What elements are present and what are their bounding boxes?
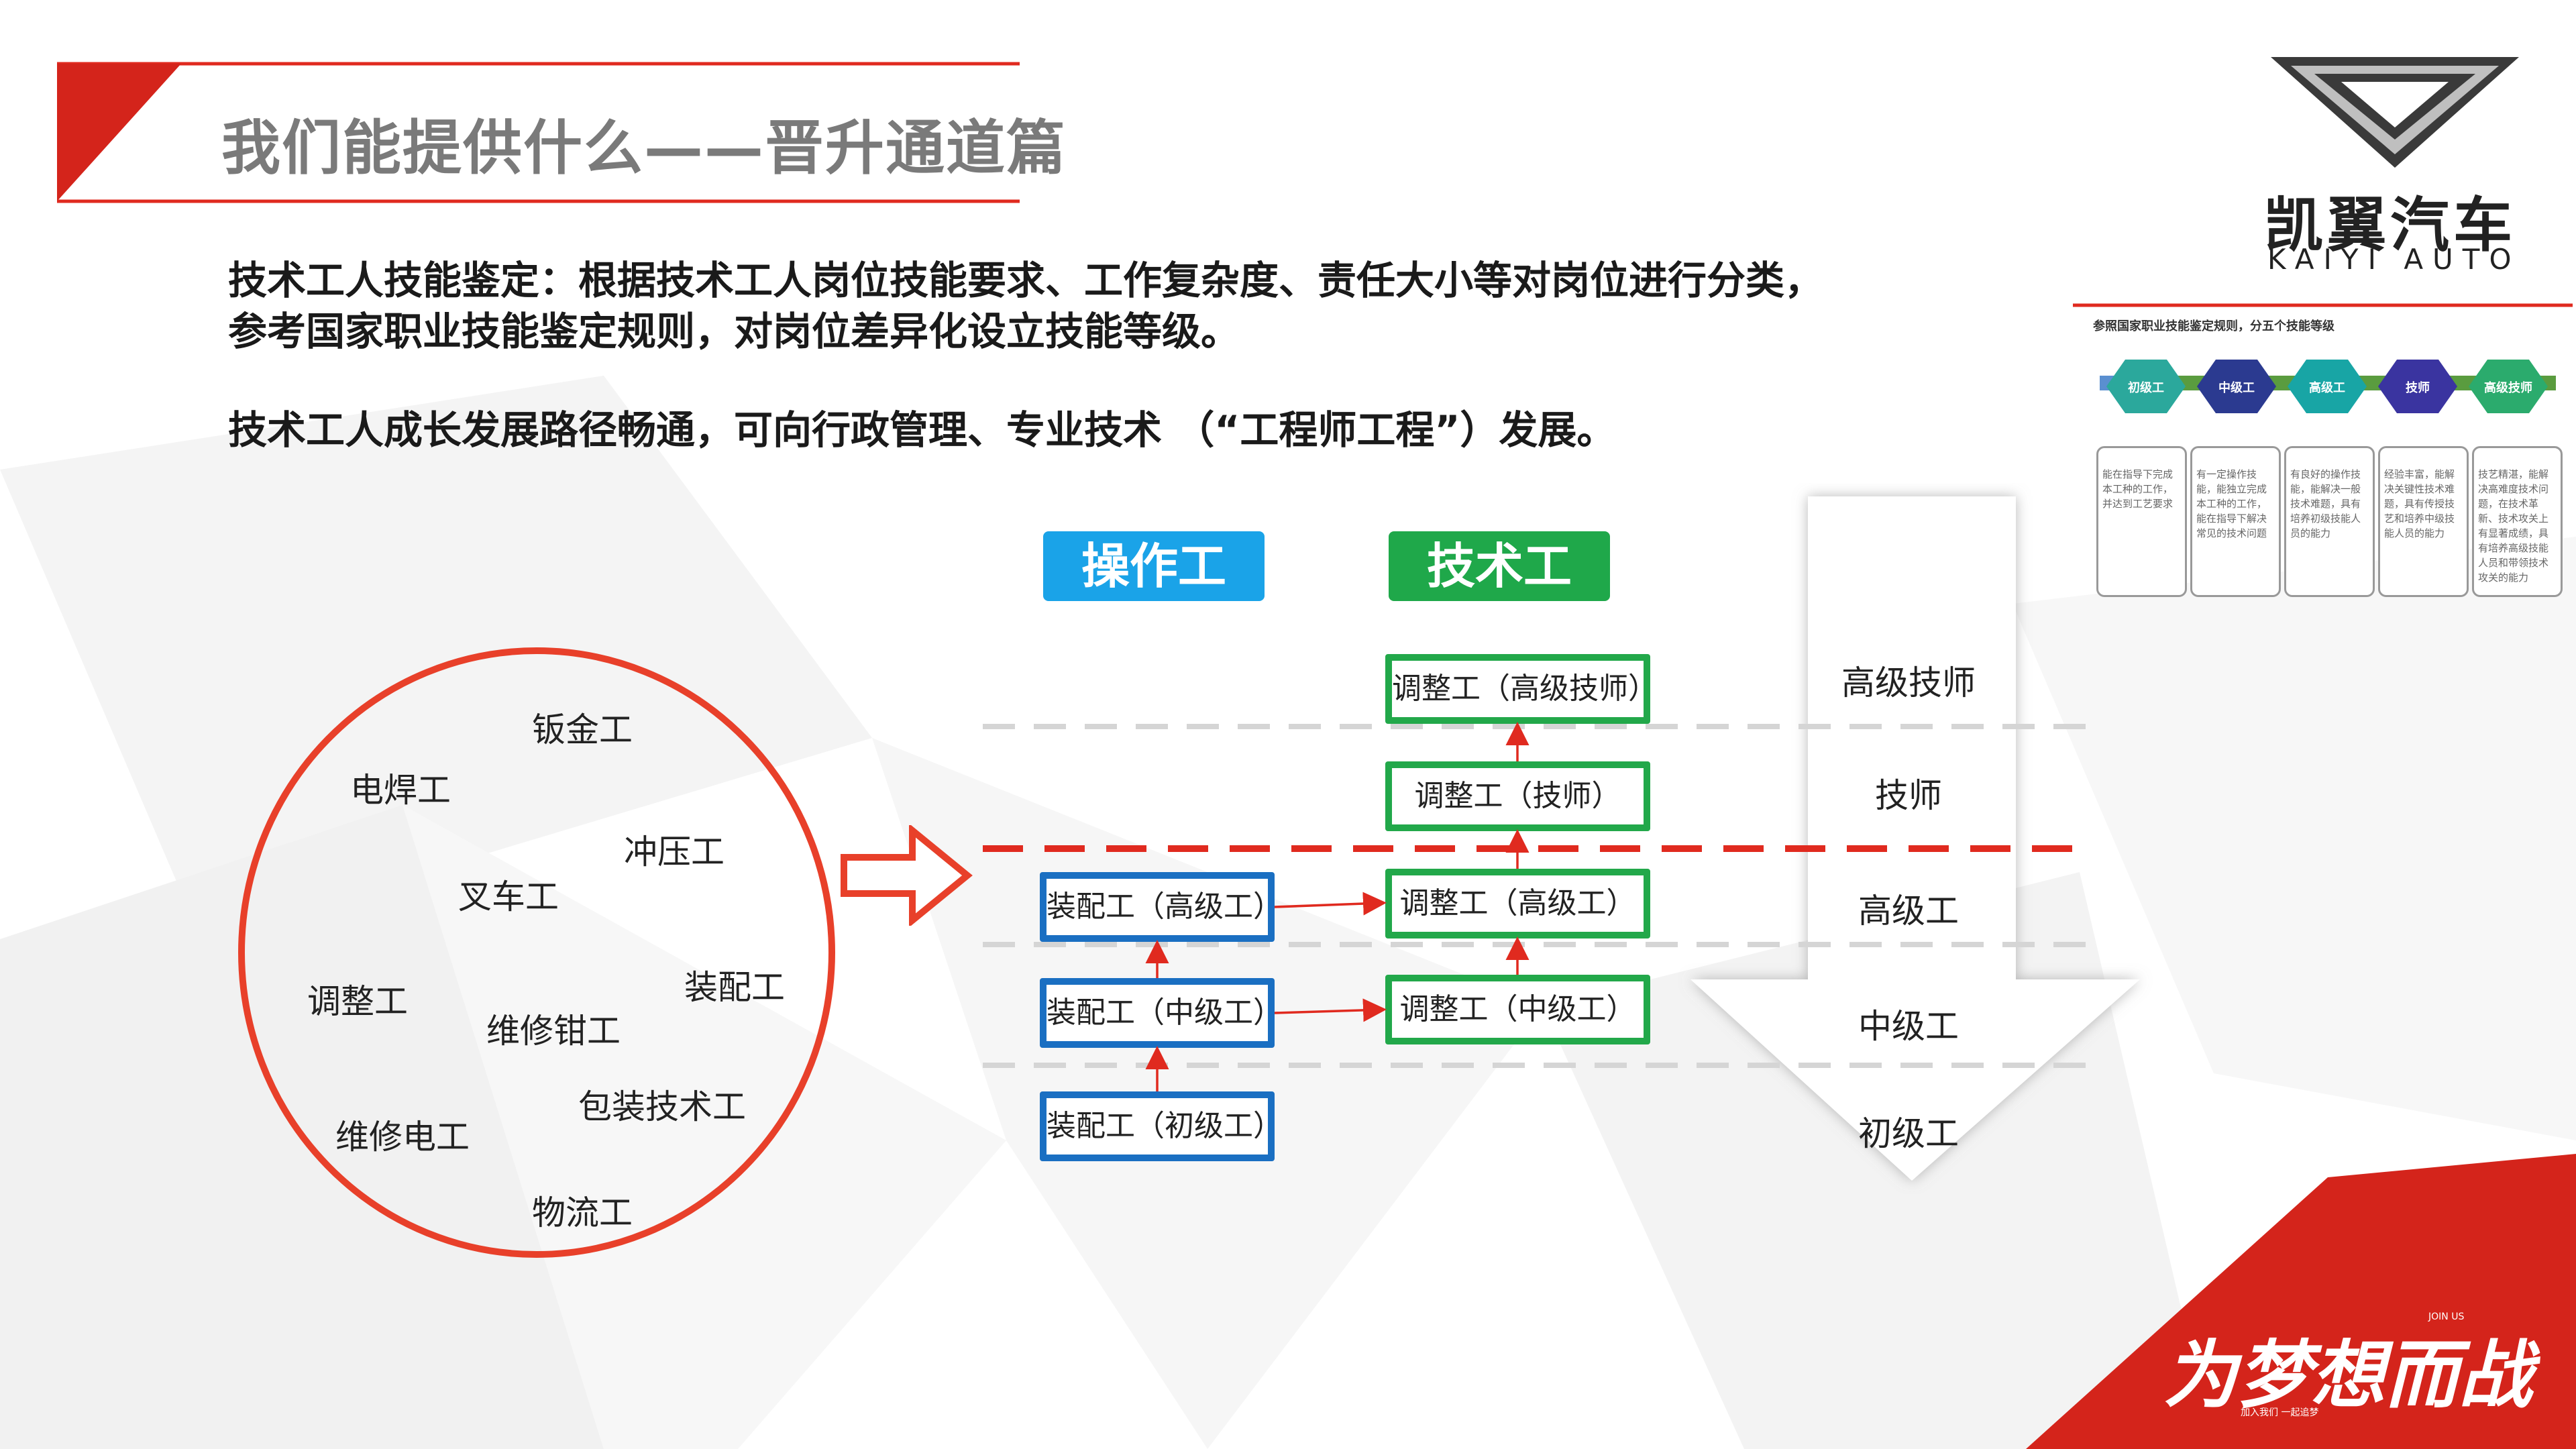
technician-level-intermediate: 调整工（中级工） [1385,975,1650,1044]
mini-step-3: 高级工 [2309,381,2345,395]
level-label-senior-technician: 高级技师 [1841,663,1976,702]
slogan-main: 为梦想而战 [2163,1332,2532,1418]
logo-subtitle: KAIYI AUTO [2267,243,2521,276]
job-label: 调整工 [307,982,408,1021]
operator-level-junior: 装配工（初级工） [1040,1091,1283,1161]
slogan-top: JOIN US [2428,1311,2465,1322]
slide-title: 我们能提供什么——晋升通道篇 [221,113,1067,182]
job-types-circle [238,647,835,1258]
technician-level-technician: 调整工（技师） [1385,761,1650,831]
job-label: 电焊工 [350,771,451,810]
logo-name: 凯翼汽车 [2264,191,2517,260]
operator-level-senior: 装配工（高级工） [1040,872,1283,942]
mini-step-5: 高级技师 [2484,381,2532,395]
mini-chart-arrow [2100,360,2556,413]
skill-level-mini-chart: 参照国家职业技能鉴定规则，分五个技能等级 初级工 中级工 高级工 技师 高级技师… [2086,309,2569,604]
level-label-intermediate: 中级工 [1858,1007,1959,1046]
technician-level-senior-technician: 调整工（高级技师） [1385,654,1658,724]
mini-card-5: 技艺精湛，能解决高难度技术问题，在技术革新、技术攻关上有显著成绩，具有培养高级技… [2472,446,2563,597]
mini-step-1: 初级工 [2128,381,2164,395]
paragraph-1-line-1: 技术工人技能鉴定：根据技术工人岗位技能要求、工作复杂度、责任大小等对岗位进行分类… [228,258,1824,303]
operator-level-intermediate: 装配工（中级工） [1040,978,1283,1048]
operator-category-label: 操作工 [1043,531,1265,601]
kaiyi-chevron-logo-icon [2271,57,2519,168]
technician-level-senior: 调整工（高级工） [1385,869,1650,938]
job-label: 钣金工 [532,710,633,749]
job-label: 物流工 [532,1193,633,1232]
right-arrow-icon [841,825,973,926]
mini-chart-title: 参照国家职业技能鉴定规则，分五个技能等级 [2093,319,2334,333]
level-label-technician: 技师 [1875,776,1942,815]
technician-category-label: 技术工 [1389,531,1610,601]
level-down-arrow-icon [1690,496,2140,1181]
mini-card-2: 有一定操作技能，能独立完成本工种的工作，能在指导下解决常见的技术问题 [2190,446,2281,597]
mini-step-2: 中级工 [2218,381,2255,395]
job-label: 维修钳工 [486,1012,621,1051]
job-label: 冲压工 [624,833,724,871]
job-label: 叉车工 [458,877,559,916]
paragraph-2: 技术工人成长发展路径畅通，可向行政管理、专业技术 （“工程师工程”）发展。 [228,407,1616,453]
slogan-bottom: 加入我们 一起追梦 [2241,1407,2319,1418]
job-label: 装配工 [684,968,785,1007]
mini-step-4: 技师 [2406,381,2430,395]
job-label: 维修电工 [335,1118,470,1157]
mini-card-4: 经验丰富，能解决关键性技术难题，具有传授技艺和培养中级技能人员的能力 [2378,446,2469,597]
job-label: 包装技术工 [578,1087,746,1126]
paragraph-1-line-2: 参考国家职业技能鉴定规则，对岗位差异化设立技能等级。 [228,309,1240,354]
mini-hexagons [2106,360,2548,413]
level-label-senior: 高级工 [1858,892,1959,930]
mini-card-1: 能在指导下完成本工种的工作，并达到工艺要求 [2096,446,2187,597]
level-label-junior: 初级工 [1858,1114,1959,1153]
mini-card-3: 有良好的操作技能，能解决一般技术难题，具有培养初级技能人员的能力 [2284,446,2375,597]
